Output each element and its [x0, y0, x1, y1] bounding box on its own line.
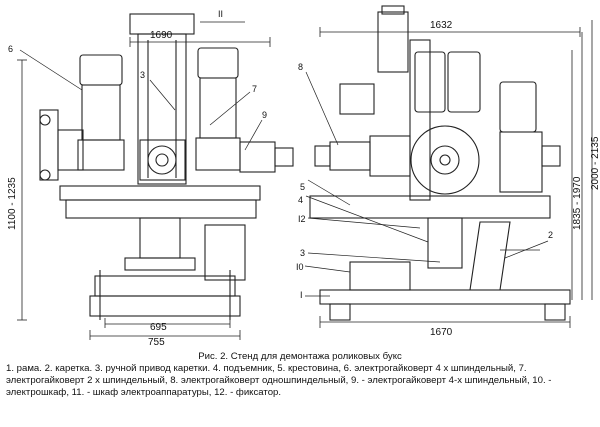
callout-11: II: [218, 9, 223, 19]
caption-title: Рис. 2. Стенд для демонтажа роликовых бу…: [198, 351, 402, 362]
dim-left-base-inner: 695: [150, 322, 167, 333]
dim-right-top-width: 1632: [430, 20, 453, 31]
dim-right-base-width: 1670: [430, 327, 453, 338]
dim-left-top-width: 1690: [150, 30, 173, 41]
callout-7: 7: [252, 84, 257, 94]
callout-3-right: 3: [300, 248, 305, 258]
dim-left-height: 1100 - 1235: [7, 177, 18, 230]
caption-body: 1. рама. 2. каретка. 3. ручной привод ка…: [6, 363, 552, 398]
dim-left-base-outer: 755: [148, 337, 165, 348]
callout-8: 8: [298, 62, 303, 72]
callout-4: 4: [298, 195, 303, 205]
figure-caption: Рис. 2. Стенд для демонтажа роликовых бу…: [0, 351, 600, 399]
callout-3: 3: [140, 70, 145, 80]
callout-2: 2: [548, 230, 553, 240]
dim-right-height-total: 2000 - 2135: [590, 136, 600, 190]
callout-6: 6: [8, 44, 13, 54]
callout-1: I: [300, 290, 303, 300]
callout-9: 9: [262, 110, 267, 120]
dim-right-height-mid: 1835 - 1970: [572, 176, 583, 230]
technical-drawing: 1690 1632 695 755 1670 1100 - 1235 1835 …: [7, 5, 600, 348]
callout-5: 5: [300, 182, 305, 192]
callout-12: I2: [298, 214, 306, 224]
callout-10: I0: [296, 262, 304, 272]
